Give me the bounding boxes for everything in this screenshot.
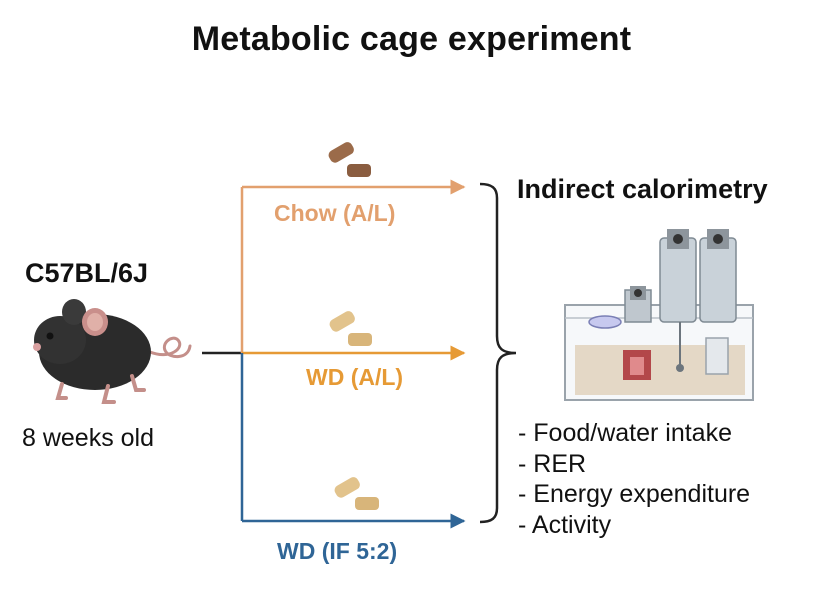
readout-item: - Food/water intake [518,419,732,447]
readout-item: - RER [518,449,587,478]
branch-wd-if [240,353,466,529]
chow-pellet-icon [328,142,371,177]
wd-pellet-icon-if [334,477,379,510]
arm-label-chow: Chow (A/L) [274,200,396,226]
grouping-brace [479,182,517,524]
branch-chow [240,179,466,353]
diagram-title: Metabolic cage experiment [191,20,632,58]
metabolic-cage-illustration [564,229,754,401]
wd-pellet-icon-al [329,311,372,346]
mouse-strain-label: C57BL/6J [25,258,149,288]
mouse-age-label: 8 weeks old [22,424,155,452]
arm-label-wd-al: WD (A/L) [306,364,404,390]
readout-list: - Food/water intake - RER - Energy expen… [518,418,750,540]
readout-item: - Energy expenditure [518,480,751,508]
arm-label-wd-if: WD (IF 5:2) [277,538,398,564]
readout-item: - Activity [518,510,612,539]
calorimetry-title: Indirect calorimetry [517,174,768,204]
mouse-illustration [33,299,192,404]
